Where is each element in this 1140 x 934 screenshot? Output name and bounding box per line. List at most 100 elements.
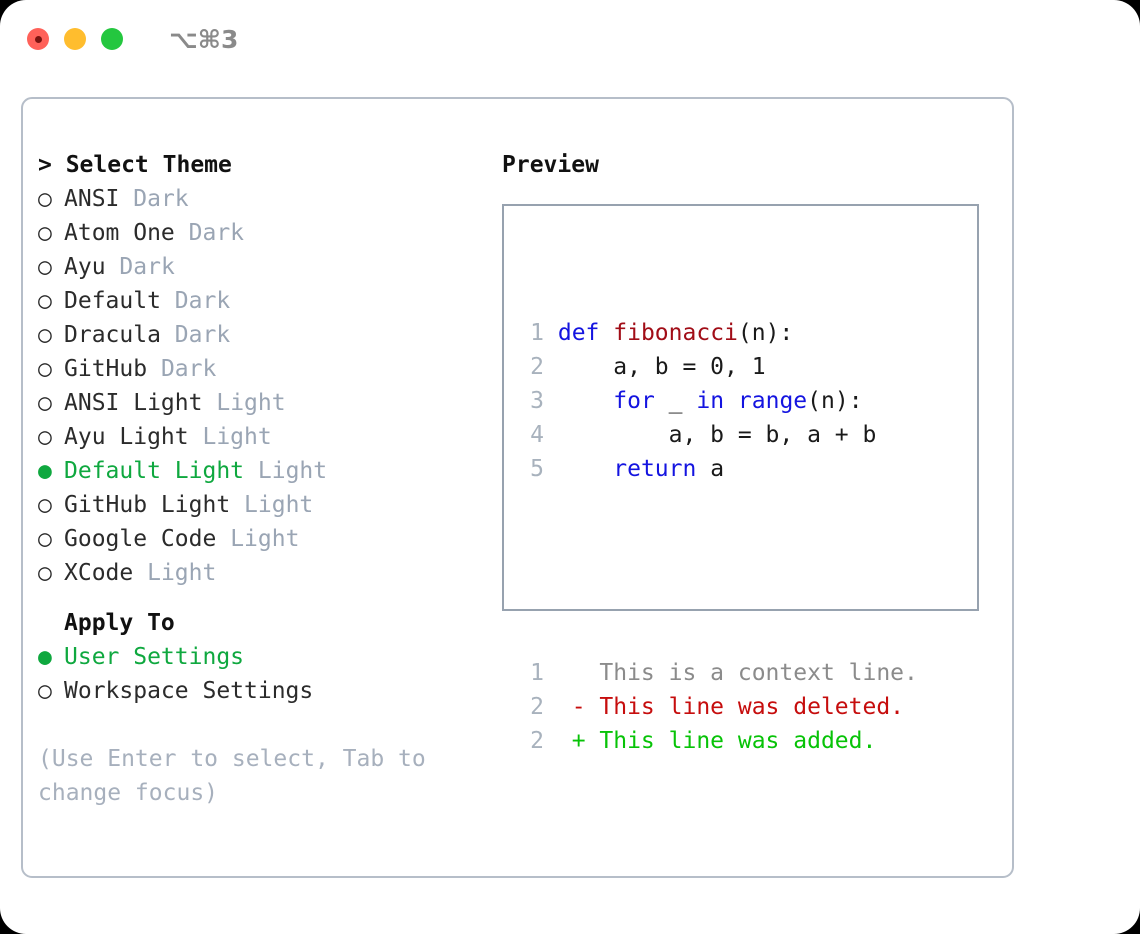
code-blank-line bbox=[518, 554, 918, 588]
theme-list-column: > Select Theme ○ANSI Dark○Atom One Dark○… bbox=[38, 148, 493, 810]
code-line: 3 for _ in range(n): bbox=[518, 384, 918, 418]
code-token: in bbox=[696, 388, 725, 414]
radio-unselected-icon: ○ bbox=[38, 220, 52, 246]
theme-variant-badge: Light bbox=[244, 492, 314, 518]
theme-option[interactable]: ○ GitHub Light Light bbox=[38, 488, 493, 522]
theme-option[interactable]: ○XCode Light bbox=[38, 556, 493, 590]
apply-to-label: User Settings bbox=[64, 644, 245, 670]
radio-unselected-icon: ○ bbox=[38, 526, 52, 552]
apply-to-option[interactable]: ● User Settings bbox=[38, 640, 493, 674]
theme-name: ANSI Light bbox=[64, 390, 203, 416]
maximize-window-icon[interactable] bbox=[101, 28, 123, 50]
theme-variant-badge: Light bbox=[257, 458, 328, 484]
code-token: def bbox=[557, 320, 600, 346]
line-number: 3 bbox=[530, 388, 544, 414]
line-number: 2 bbox=[530, 694, 544, 720]
preview-title: Preview bbox=[502, 152, 599, 178]
code-token: (n): bbox=[737, 320, 794, 346]
theme-name: Google Code bbox=[64, 526, 217, 552]
diff-text: - This line was deleted. bbox=[544, 694, 905, 720]
line-number: 1 bbox=[530, 660, 544, 686]
theme-name: Atom One bbox=[64, 220, 175, 246]
theme-variant-badge: Dark bbox=[119, 254, 175, 280]
line-number: 5 bbox=[530, 456, 544, 482]
code-line: 4 a, b = b, a + b bbox=[518, 418, 918, 452]
apply-to-label: Workspace Settings bbox=[64, 678, 314, 704]
theme-selector-panel: > Select Theme ○ANSI Dark○Atom One Dark○… bbox=[21, 97, 1014, 878]
theme-option[interactable]: ○ Atom One Dark bbox=[38, 216, 493, 250]
hint-spacer bbox=[38, 708, 493, 742]
code-line: 5 return a bbox=[518, 452, 918, 486]
theme-name: GitHub bbox=[64, 356, 148, 382]
line-number: 2 bbox=[530, 728, 544, 754]
code-token bbox=[544, 456, 613, 482]
theme-variant-badge: Dark bbox=[160, 356, 217, 382]
radio-unselected-icon: ○ bbox=[38, 356, 52, 382]
apply-to-header: Apply To bbox=[38, 606, 493, 640]
section-spacer bbox=[38, 590, 493, 606]
theme-variant-badge: Light bbox=[216, 390, 286, 416]
theme-name: XCode bbox=[64, 560, 134, 586]
theme-option[interactable]: ○ANSI Dark bbox=[38, 182, 493, 216]
theme-variant-badge: Dark bbox=[174, 322, 231, 348]
line-number: 4 bbox=[530, 422, 544, 448]
theme-option[interactable]: ○ Dracula Dark bbox=[38, 318, 493, 352]
theme-option[interactable]: ○ Default Dark bbox=[38, 284, 493, 318]
window-controls bbox=[27, 28, 123, 50]
theme-variant-badge: Dark bbox=[133, 186, 189, 212]
theme-option[interactable]: ●Default Light Light bbox=[38, 454, 493, 488]
theme-name: Dracula bbox=[64, 322, 161, 348]
apply-to-option[interactable]: ○ Workspace Settings bbox=[38, 674, 493, 708]
theme-variant-badge: Dark bbox=[188, 220, 245, 246]
code-token: return bbox=[613, 456, 697, 482]
radio-unselected-icon: ○ bbox=[38, 322, 52, 348]
radio-selected-icon: ● bbox=[38, 644, 52, 670]
code-token: (n): bbox=[807, 388, 863, 414]
line-number: 1 bbox=[530, 320, 544, 346]
radio-unselected-icon: ○ bbox=[38, 424, 52, 450]
keyboard-hint-text: (Use Enter to select, Tab to change focu… bbox=[38, 746, 440, 806]
code-token bbox=[544, 320, 558, 346]
diff-line: 2 + This line was added. bbox=[518, 724, 918, 758]
theme-name: Default bbox=[64, 288, 161, 314]
diff-line: 2 - This line was deleted. bbox=[518, 690, 918, 724]
radio-unselected-icon: ○ bbox=[38, 390, 52, 416]
radio-unselected-icon: ○ bbox=[38, 288, 52, 314]
theme-option[interactable]: ○Ayu Dark bbox=[38, 250, 493, 284]
minimize-window-icon[interactable] bbox=[64, 28, 86, 50]
theme-option[interactable]: ○Google Code Light bbox=[38, 522, 493, 556]
theme-name: GitHub Light bbox=[64, 492, 231, 518]
radio-unselected-icon: ○ bbox=[38, 186, 52, 212]
theme-option[interactable]: ○ ANSI Light Light bbox=[38, 386, 493, 420]
code-line: 1 def fibonacci(n): bbox=[518, 316, 918, 350]
code-token: fibonacci bbox=[613, 320, 738, 346]
code-token: a bbox=[696, 456, 725, 482]
code-token: _ bbox=[654, 388, 697, 414]
code-token: range bbox=[737, 388, 808, 414]
close-window-icon[interactable] bbox=[27, 28, 49, 50]
theme-variant-badge: Light bbox=[147, 560, 217, 586]
theme-option[interactable]: ○ GitHub Dark bbox=[38, 352, 493, 386]
radio-unselected-icon: ○ bbox=[38, 492, 52, 518]
theme-variant-badge: Light bbox=[202, 424, 272, 450]
apply-to-indent bbox=[38, 606, 64, 640]
select-theme-header: > Select Theme bbox=[38, 152, 232, 178]
code-token: for bbox=[613, 388, 655, 414]
code-token bbox=[544, 388, 613, 414]
diff-sample: 1 This is a context line.2 - This line w… bbox=[518, 656, 918, 758]
diff-text: + This line was added. bbox=[544, 728, 877, 754]
theme-variant-badge: Dark bbox=[174, 288, 231, 314]
diff-line: 1 This is a context line. bbox=[518, 656, 918, 690]
theme-option[interactable]: ○Ayu Light Light bbox=[38, 420, 493, 454]
radio-unselected-icon: ○ bbox=[38, 678, 52, 704]
code-token bbox=[724, 388, 738, 414]
code-token: a, b = 0, 1 bbox=[544, 354, 766, 380]
theme-name: Ayu bbox=[64, 254, 106, 280]
code-token: a, b = b, a + b bbox=[544, 422, 877, 448]
apply-to-list: ● User Settings ○ Workspace Settings bbox=[38, 640, 493, 708]
radio-selected-icon: ● bbox=[38, 458, 52, 484]
